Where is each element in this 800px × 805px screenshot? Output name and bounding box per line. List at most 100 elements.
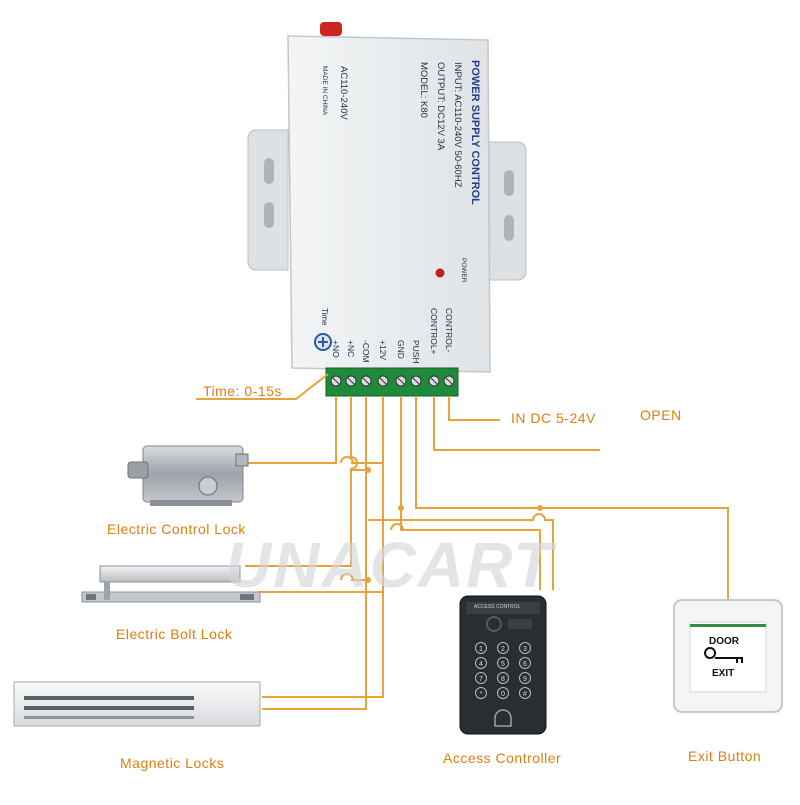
keypad-key: [519, 657, 531, 669]
magnetic-lock-image: [13, 681, 261, 727]
wire-control-minus: [448, 396, 500, 421]
magnetic-locks-label: Magnetic Locks: [120, 755, 225, 771]
keypad-key: [519, 687, 531, 699]
mounting-slot: [504, 215, 514, 241]
exit-button-image: [673, 599, 783, 713]
lock-tab: [235, 453, 249, 467]
keypad-key: [519, 672, 531, 684]
maglock-body: [13, 681, 261, 727]
rfid-icon: [486, 616, 502, 632]
potentiometer-cross: [318, 337, 328, 347]
open-label: OPEN: [640, 407, 682, 423]
wire-hops: [340, 456, 404, 581]
mounting-slot: [264, 158, 274, 184]
keypad-key: [475, 687, 487, 699]
exit-door-text: DOOR: [709, 636, 739, 647]
wire-control-plus: [433, 396, 600, 451]
bolt-screw: [86, 594, 96, 600]
terminal-label: +NC: [346, 340, 356, 358]
keypad-key: [497, 672, 509, 684]
wire-gnd: [400, 396, 541, 590]
wires: [196, 373, 729, 710]
screw-slot: [332, 377, 340, 385]
psu-input-spec: INPUT: AC110-240V 50-60HZ: [452, 62, 463, 188]
junction-dot: [537, 505, 543, 511]
keypad-key: [475, 672, 487, 684]
terminal-screws: [330, 375, 455, 387]
keypad-key-label: 2: [501, 646, 505, 653]
mounting-slot: [264, 202, 274, 228]
screw-slot: [412, 377, 420, 385]
psu-time-label: Time: [320, 308, 329, 326]
keypad-key-label: 4: [479, 661, 483, 668]
lock-body: [142, 445, 244, 503]
bolt-screw: [240, 594, 254, 600]
keypad-key: [519, 642, 531, 654]
left-mounting-bracket: [247, 129, 289, 271]
hop-arc: [390, 523, 404, 531]
keypad-key-label: 5: [501, 661, 505, 668]
psu-title: POWER SUPPLY CONTROL: [469, 60, 481, 205]
lock-plate: [150, 500, 232, 506]
junction-dot: [365, 577, 371, 583]
screw-slot: [379, 377, 387, 385]
keypad-key-label: 8: [501, 676, 505, 683]
keypad-key-label: 9: [523, 676, 527, 683]
time-range-label: Time: 0-15s: [203, 383, 282, 399]
screw-slot: [397, 377, 405, 385]
power-led-icon: [435, 268, 445, 278]
exit-green-strip: [690, 624, 766, 627]
keypad-key: [475, 642, 487, 654]
screw-slot: [347, 377, 355, 385]
keypad-key-label: #: [523, 691, 527, 698]
maglock-stripe: [24, 706, 194, 710]
psu-output-spec: OUTPUT: DC12V 3A: [435, 62, 446, 151]
lock-bolt: [127, 461, 149, 479]
exit-exit-text: EXIT: [712, 668, 735, 679]
keypad-key: [497, 657, 509, 669]
psu-made-in: MADE IN CHINA: [321, 66, 328, 116]
wire-access-ctrl: [368, 513, 554, 590]
junction-dot: [365, 467, 371, 473]
keypad-key: [497, 642, 509, 654]
terminal-label: -COM: [361, 340, 371, 363]
watermark: UNACART: [225, 529, 555, 601]
exit-button-label: Exit Button: [688, 748, 762, 764]
psu-model: MODEL: K80: [418, 62, 429, 118]
keypad-key-label: 7: [479, 676, 483, 683]
controller-display: [508, 619, 532, 629]
key-cylinder-icon: [198, 476, 218, 496]
junction-dots: [365, 467, 543, 583]
controller-header-text: ACCESS CONTROL: [474, 604, 521, 610]
key-icon: [704, 647, 743, 663]
maglock-stripe: [24, 696, 194, 700]
bolt-body: [99, 565, 241, 583]
keypad-key-label: 3: [523, 646, 527, 653]
terminal-label: CONTROL-: [444, 308, 454, 353]
power-supply-unit: [247, 22, 527, 397]
junction-dot: [398, 505, 404, 511]
electric-control-lock-image: [127, 445, 249, 506]
terminal-label: +NO: [331, 340, 341, 358]
hop-arc: [340, 573, 354, 581]
keypad-key-label: 1: [479, 646, 483, 653]
wire-12v: [258, 396, 384, 698]
power-supply-body: [287, 35, 491, 373]
maglock-stripe: [24, 716, 194, 719]
screw-slot: [430, 377, 438, 385]
wire-no: [245, 396, 337, 464]
keypad-key-label: *: [480, 691, 483, 698]
electric-bolt-lock-label: Electric Bolt Lock: [116, 626, 233, 642]
time-leader-wire: [196, 373, 329, 400]
bolt-pin: [104, 582, 110, 600]
hop-arc: [340, 456, 354, 464]
access-controller-label: Access Controller: [443, 750, 562, 766]
right-mounting-bracket: [487, 141, 527, 281]
keypad-key: [497, 687, 509, 699]
psu-power-led-label: POWER: [460, 258, 467, 283]
wire-push: [415, 396, 729, 600]
keypad-key: [475, 657, 487, 669]
